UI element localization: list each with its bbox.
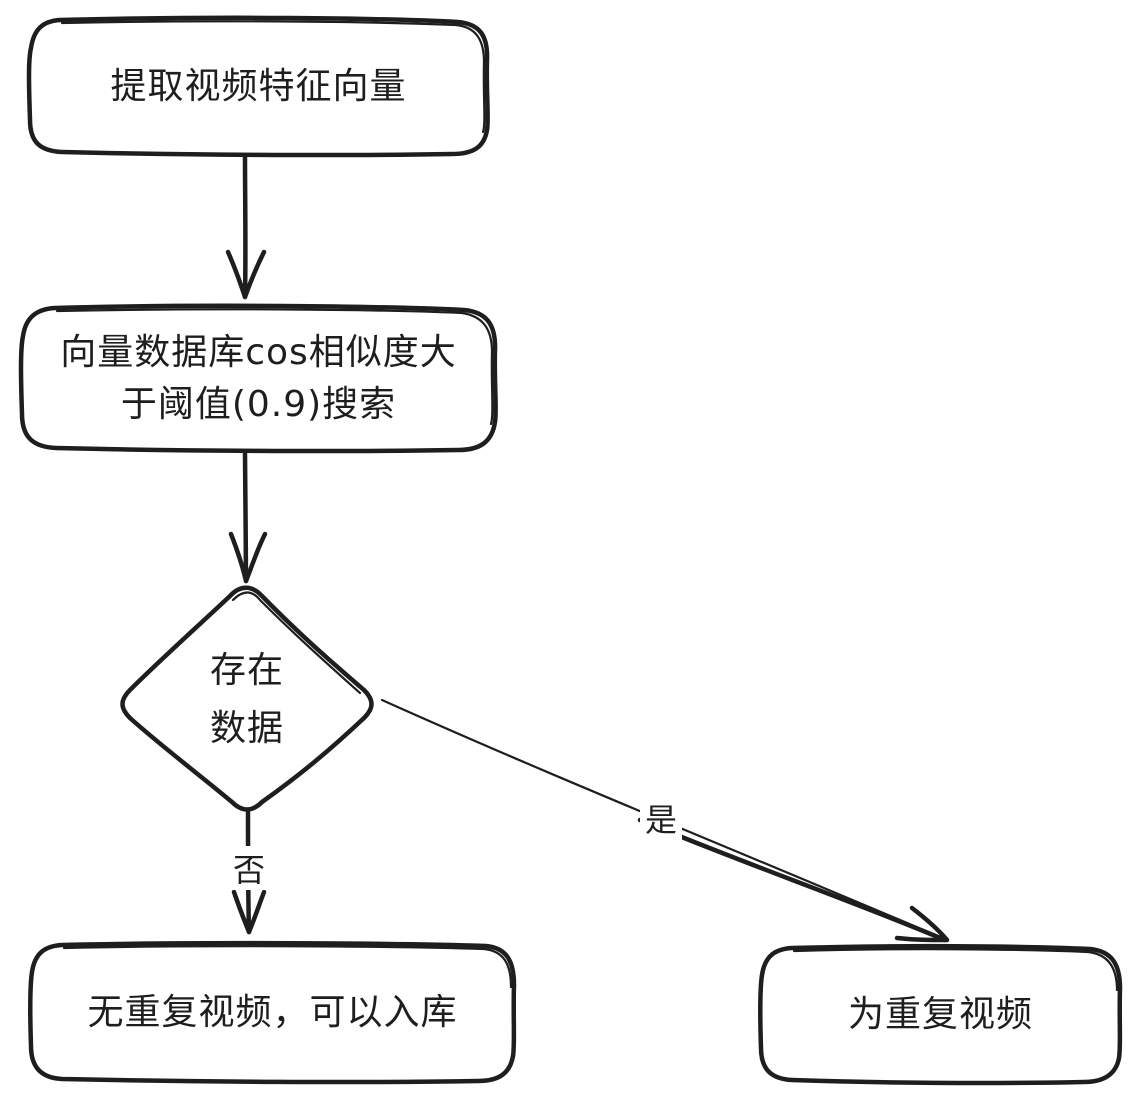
decision-label: 存在 数据 — [160, 630, 334, 770]
duplicate-label: 为重复视频 — [761, 948, 1120, 1082]
extract-features-box — [26, 15, 490, 158]
vector-search-box — [18, 303, 498, 454]
vector-search-text-line2: 于阈值(0.9)搜索 — [120, 384, 397, 425]
arrow-extract-to-search — [225, 153, 267, 300]
edge-label-yes-text: 是 — [644, 801, 677, 839]
extract-features-text: 提取视频特征向量 — [110, 65, 407, 107]
extract-features-label: 提取视频特征向量 — [30, 20, 487, 154]
arrow-search-to-decision — [228, 451, 268, 584]
no-duplicate-label: 无重复视频，可以入库 — [31, 945, 514, 1081]
no-duplicate-text: 无重复视频，可以入库 — [87, 991, 458, 1033]
duplicate-text: 为重复视频 — [847, 993, 1033, 1035]
no-duplicate-box — [28, 940, 517, 1085]
decision-text-line1: 存在 — [209, 650, 284, 692]
edge-label-yes: 是 — [640, 796, 682, 840]
decision-diamond — [120, 585, 374, 812]
edge-label-no: 否 — [228, 846, 270, 890]
vector-search-text-line1: 向量数据库cos相似度大 — [60, 331, 457, 373]
vector-search-label: 向量数据库cos相似度大 于阈值(0.9)搜索 — [22, 308, 495, 450]
edge-label-no-text: 否 — [232, 851, 265, 889]
decision-text-line2: 数据 — [209, 708, 284, 749]
duplicate-box — [758, 943, 1123, 1086]
